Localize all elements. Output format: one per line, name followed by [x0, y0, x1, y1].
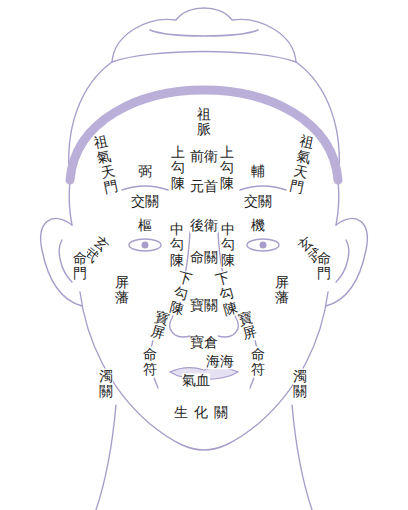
region-label: 下勾陳	[214, 270, 239, 318]
region-label: 上勾陳	[171, 145, 185, 191]
region-label: 命關	[190, 250, 218, 265]
region-label: 上勾陳	[220, 145, 234, 191]
region-label: 生化關	[174, 405, 234, 420]
region-label: 屏藩	[275, 275, 289, 306]
region-label: 交關	[131, 194, 159, 209]
region-label: 濁關	[293, 369, 307, 400]
pupil	[142, 242, 149, 249]
region-label: 交關	[244, 194, 272, 209]
region-label: 輔	[251, 164, 265, 179]
region-label: 中勾陳	[221, 222, 235, 268]
region-label: 濁關	[99, 369, 113, 400]
pupil	[260, 242, 267, 249]
region-label: 寶關	[190, 298, 218, 313]
region-label: 命門	[73, 251, 87, 282]
region-label: 樞	[138, 218, 152, 233]
region-label: 命門	[317, 251, 331, 282]
region-label: 元首	[190, 179, 218, 194]
region-label: 中勾陳	[170, 222, 184, 268]
region-label: 命符	[251, 347, 265, 378]
region-label: 祖氣天門	[289, 133, 315, 196]
region-label: 寶倉	[190, 335, 218, 350]
region-label: 後衛	[190, 218, 218, 233]
region-label: 祖氣天門	[93, 133, 119, 196]
region-label: 寶屏	[237, 309, 258, 342]
region-label: 海海	[206, 354, 234, 369]
region-label: 機	[251, 218, 265, 233]
region-label: 寶屏	[149, 309, 170, 342]
region-label: 弼	[138, 164, 152, 179]
region-label: 祖脈	[197, 107, 211, 138]
region-label: 氣血	[182, 373, 210, 388]
region-label: 命符	[143, 347, 157, 378]
region-label: 屏藩	[115, 275, 129, 306]
region-label: 前衛	[190, 149, 218, 164]
